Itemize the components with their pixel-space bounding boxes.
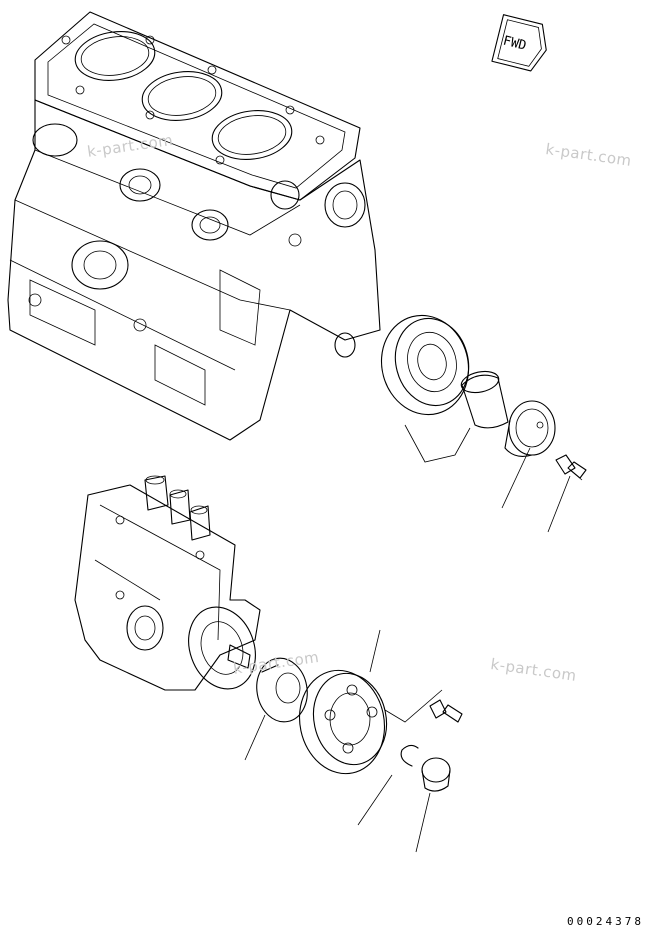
idler-gear: [380, 314, 470, 416]
cylinder-block: [7, 11, 381, 441]
injection-pump-gear: [298, 669, 388, 775]
snap-ring: [400, 744, 419, 767]
pump-gear-bolt: [429, 699, 463, 723]
idler-bolt: [555, 454, 587, 481]
injection-pump: [74, 475, 261, 691]
idler-shaft: [504, 400, 556, 457]
leader-lines-lower: [244, 629, 443, 853]
drawing-number: 00024378: [567, 915, 644, 928]
fwd-label: FWD: [501, 34, 528, 54]
fwd-arrow-marker: FWD: [491, 14, 547, 72]
pump-gear-nut: [421, 757, 451, 792]
coupling-hub: [256, 657, 308, 723]
idler-bushing: [460, 370, 509, 429]
leader-lines-upper: [404, 424, 571, 533]
